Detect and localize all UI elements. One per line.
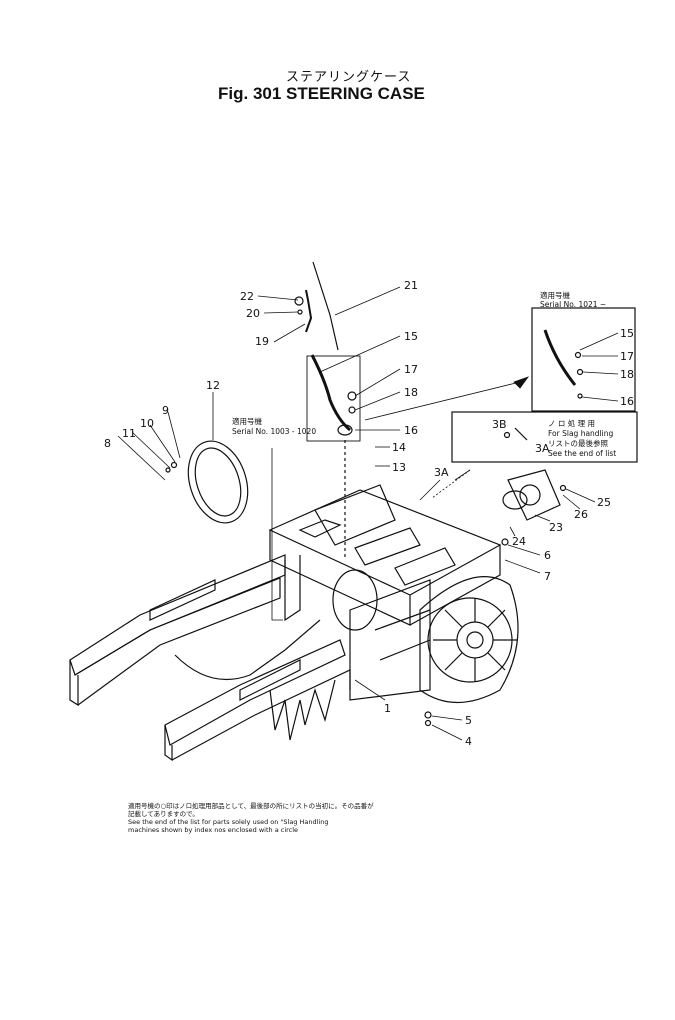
callout-18: 18 — [404, 386, 418, 399]
slag-line1: ノ ロ 処 理 用 — [548, 418, 595, 428]
inset-callout-18: 18 — [620, 368, 634, 381]
callout-8: 8 — [104, 437, 111, 450]
gasket-cover — [165, 440, 249, 524]
title-japanese: ステアリングケース — [286, 69, 412, 84]
slag-line2: For Slag handling — [548, 429, 613, 438]
serial-right-jp: 適用号機 — [540, 290, 570, 300]
callout-24: 24 — [512, 535, 526, 548]
callout-numbers: 21 22 20 19 15 17 18 16 14 13 12 9 10 11… — [104, 279, 634, 748]
side-cover-plate — [424, 469, 567, 727]
callout-22: 22 — [240, 290, 254, 303]
serial-labels: 適用号機 Serial No. 1003 - 1020 適用号機 Serial … — [232, 290, 616, 458]
inset-callout-17: 17 — [620, 350, 634, 363]
breather-pipe-assembly — [294, 261, 361, 560]
slag-line3: リストの最後参照 — [548, 438, 608, 448]
callout-16: 16 — [404, 424, 418, 437]
footnote-en-line1: See the end of the list for parts solely… — [128, 818, 329, 826]
serial-left-en: Serial No. 1003 - 1020 — [232, 427, 316, 436]
callout-20: 20 — [246, 307, 260, 320]
footnote-en-line2: machines shown by index nos enclosed wit… — [128, 826, 299, 834]
callout-12: 12 — [206, 379, 220, 392]
serial-right-en: Serial No. 1021 ~ — [540, 300, 606, 309]
callout-15: 15 — [404, 330, 418, 343]
footnote-jp-line1: 適用号機の○印はノロ処理用部品として、最後部の所にリストの当初に。その品番が — [128, 802, 374, 810]
callout-10: 10 — [140, 417, 154, 430]
steering-case-frame — [69, 484, 519, 762]
inset-callout-15: 15 — [620, 327, 634, 340]
callout-26: 26 — [574, 508, 588, 521]
callout-3B: 3B — [492, 418, 507, 431]
callout-9: 9 — [162, 404, 169, 417]
leader-lines — [117, 286, 619, 741]
callout-17: 17 — [404, 363, 418, 376]
inset-callout-16: 16 — [620, 395, 634, 408]
callout-19: 19 — [255, 335, 269, 348]
callout-3A: 3A — [434, 466, 449, 479]
slag-handling-box — [451, 411, 638, 463]
footnote-jp-line2: 記載してありますので。 — [128, 810, 199, 818]
callout-23: 23 — [549, 521, 563, 534]
callout-11: 11 — [122, 427, 136, 440]
callout-14: 14 — [392, 441, 406, 454]
callout-5: 5 — [465, 714, 472, 727]
callout-25: 25 — [597, 496, 611, 509]
callout-21: 21 — [404, 279, 418, 292]
callout-3A-lower: 3A — [535, 442, 550, 455]
serial-left-jp: 適用号機 — [232, 416, 262, 426]
slag-line4: See the end of list — [548, 449, 616, 458]
callout-1: 1 — [384, 702, 391, 715]
inset-serial-1021 — [531, 307, 636, 412]
callout-6: 6 — [544, 549, 551, 562]
callout-13: 13 — [392, 461, 406, 474]
callout-7: 7 — [544, 570, 551, 583]
callout-4: 4 — [465, 735, 472, 748]
title-english: Fig. 301 STEERING CASE — [218, 84, 425, 103]
